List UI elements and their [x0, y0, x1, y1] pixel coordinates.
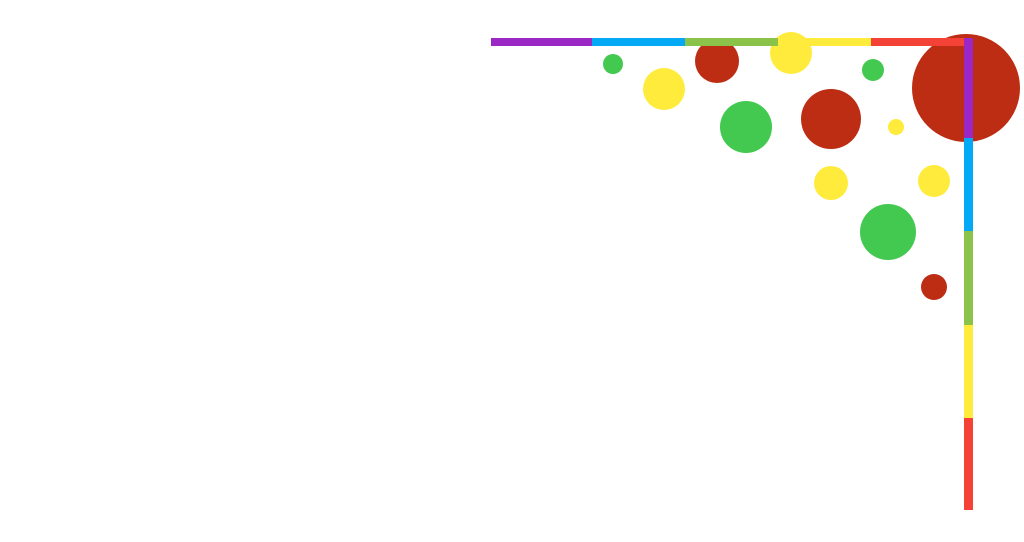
- top-bar-segment-purple: [491, 38, 592, 46]
- dots-group: [603, 32, 1020, 300]
- top-bar-segment-blue: [592, 38, 685, 46]
- top-bar-segment-red: [871, 38, 964, 46]
- top-frame-bar: [491, 38, 964, 46]
- dot-red: [801, 89, 861, 149]
- dot-yellow: [643, 68, 685, 110]
- side-bar-segment-yellow: [964, 325, 973, 418]
- side-bar-segment-purple: [964, 38, 973, 138]
- dot-green: [860, 204, 916, 260]
- dot-green-small: [603, 54, 623, 74]
- dot-green: [720, 101, 772, 153]
- top-bar-segment-green: [685, 38, 778, 46]
- side-bar-segment-red: [964, 418, 973, 510]
- dot-yellow-tiny: [888, 119, 904, 135]
- dot-yellow: [918, 165, 950, 197]
- dot-green-small: [862, 59, 884, 81]
- side-frame-bar: [964, 38, 973, 510]
- dot-red-small: [921, 274, 947, 300]
- dot-yellow: [814, 166, 848, 200]
- dot-red: [695, 39, 739, 83]
- top-bar-segment-yellow: [778, 38, 871, 46]
- side-bar-segment-green: [964, 231, 973, 325]
- side-bar-segment-blue: [964, 138, 973, 231]
